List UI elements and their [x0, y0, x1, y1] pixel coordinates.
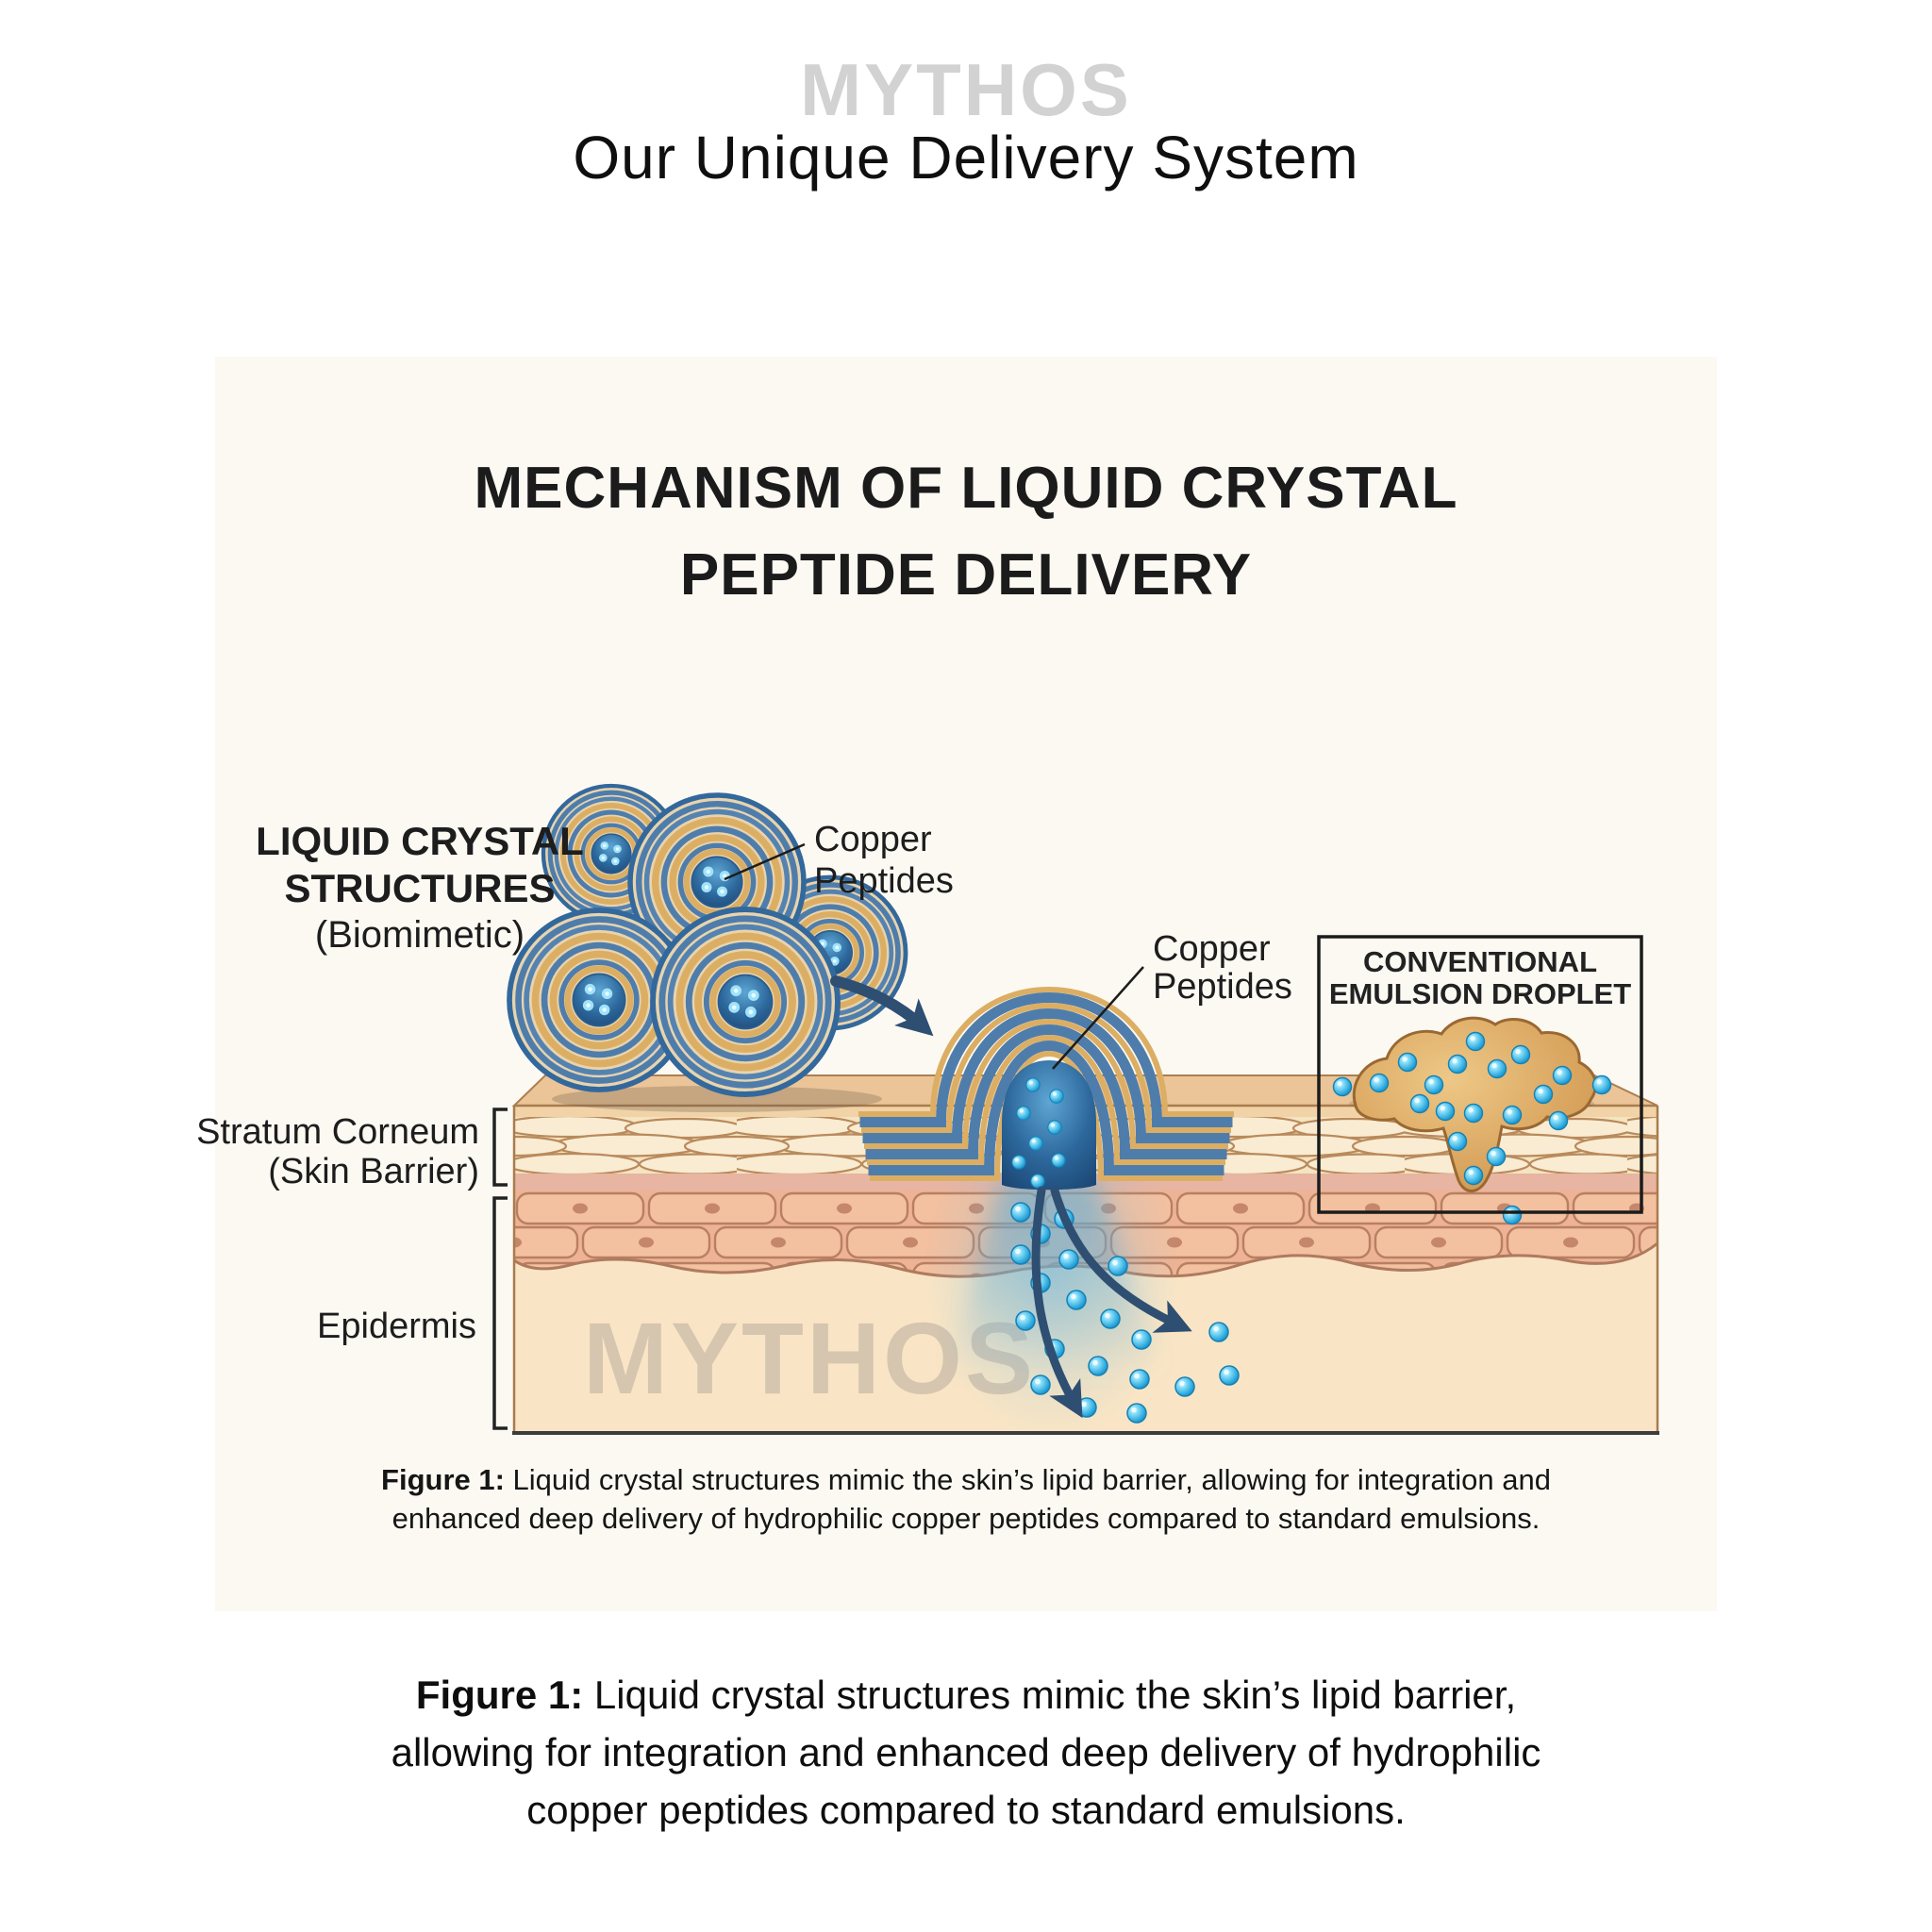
figure-caption-prefix: Figure 1: — [381, 1463, 505, 1496]
brand-wordmark: MYTHOS — [800, 48, 1132, 131]
liquid-crystal-label-line1: LIQUID CRYSTAL — [256, 819, 584, 863]
bottom-caption-prefix: Figure 1: — [415, 1673, 584, 1717]
stratum-corneum-label-line2: (Skin Barrier) — [268, 1152, 479, 1191]
copper-peptides-leader-top — [724, 842, 806, 881]
liquid-crystal-sphere-5 — [653, 909, 838, 1094]
diagram-labels: LIQUID CRYSTAL STRUCTURES (Biomimetic) C… — [196, 819, 1292, 1346]
liquid-crystal-label-line3: (Biomimetic) — [315, 914, 525, 956]
diagram-title: MECHANISM OF LIQUID CRYSTAL PEPTIDE DELI… — [0, 445, 1932, 619]
copper-peptides-label-top-line2: Peptides — [814, 861, 954, 901]
copper-peptides-label-mid-line2: Peptides — [1153, 967, 1292, 1007]
diagram-title-line1: MECHANISM OF LIQUID CRYSTAL — [474, 456, 1458, 521]
copper-peptides-label-mid-line1: Copper — [1153, 929, 1271, 969]
figure-caption-line1: Figure 1: Liquid crystal structures mimi… — [381, 1463, 1551, 1496]
copper-peptides-leader-mid — [1052, 966, 1144, 1070]
liquid-crystal-label-line2: STRUCTURES — [284, 866, 555, 910]
leader-lines — [492, 842, 1144, 1430]
conventional-emulsion-inset: CONVENTIONAL EMULSION DROPLET — [1317, 935, 1643, 1225]
diagram-title-line2: PEPTIDE DELIVERY — [679, 542, 1253, 608]
epidermis-bracket — [492, 1196, 508, 1430]
bottom-caption: Figure 1: Liquid crystal structures mimi… — [0, 1666, 1932, 1839]
cluster-shadow — [552, 1086, 882, 1112]
arrow-down-right-icon — [1050, 1186, 1192, 1333]
conventional-emulsion-box — [1317, 935, 1643, 1214]
epidermis-label: Epidermis — [317, 1307, 476, 1346]
bottom-caption-line1: Figure 1: Liquid crystal structures mimi… — [415, 1673, 1517, 1717]
stratum-corneum-label-line1: Stratum Corneum — [196, 1112, 479, 1152]
skin-block-edges — [512, 1106, 1659, 1435]
arrow-down-icon — [1031, 1186, 1083, 1419]
lamellar-arch — [858, 986, 1234, 1181]
conventional-emulsion-label-line1: CONVENTIONAL — [1363, 945, 1597, 978]
bottom-caption-line2: allowing for integration and enhanced de… — [391, 1730, 1541, 1774]
conventional-emulsion-label-line2: EMULSION DROPLET — [1329, 977, 1631, 1010]
page-title: Our Unique Delivery System — [573, 124, 1359, 192]
copper-peptides-label-top-line1: Copper — [814, 820, 932, 859]
cluster-to-skin-arrow-icon — [830, 975, 934, 1037]
figure-caption: Figure 1: Liquid crystal structures mimi… — [0, 1460, 1932, 1538]
figure-caption-line2: enhanced deep delivery of hydrophilic co… — [391, 1502, 1541, 1535]
delivery-arrows — [1031, 1186, 1192, 1419]
stratum-corneum-bracket — [492, 1108, 508, 1187]
arch-core — [1002, 1060, 1096, 1191]
bottom-caption-line3: copper peptides compared to standard emu… — [526, 1788, 1406, 1832]
